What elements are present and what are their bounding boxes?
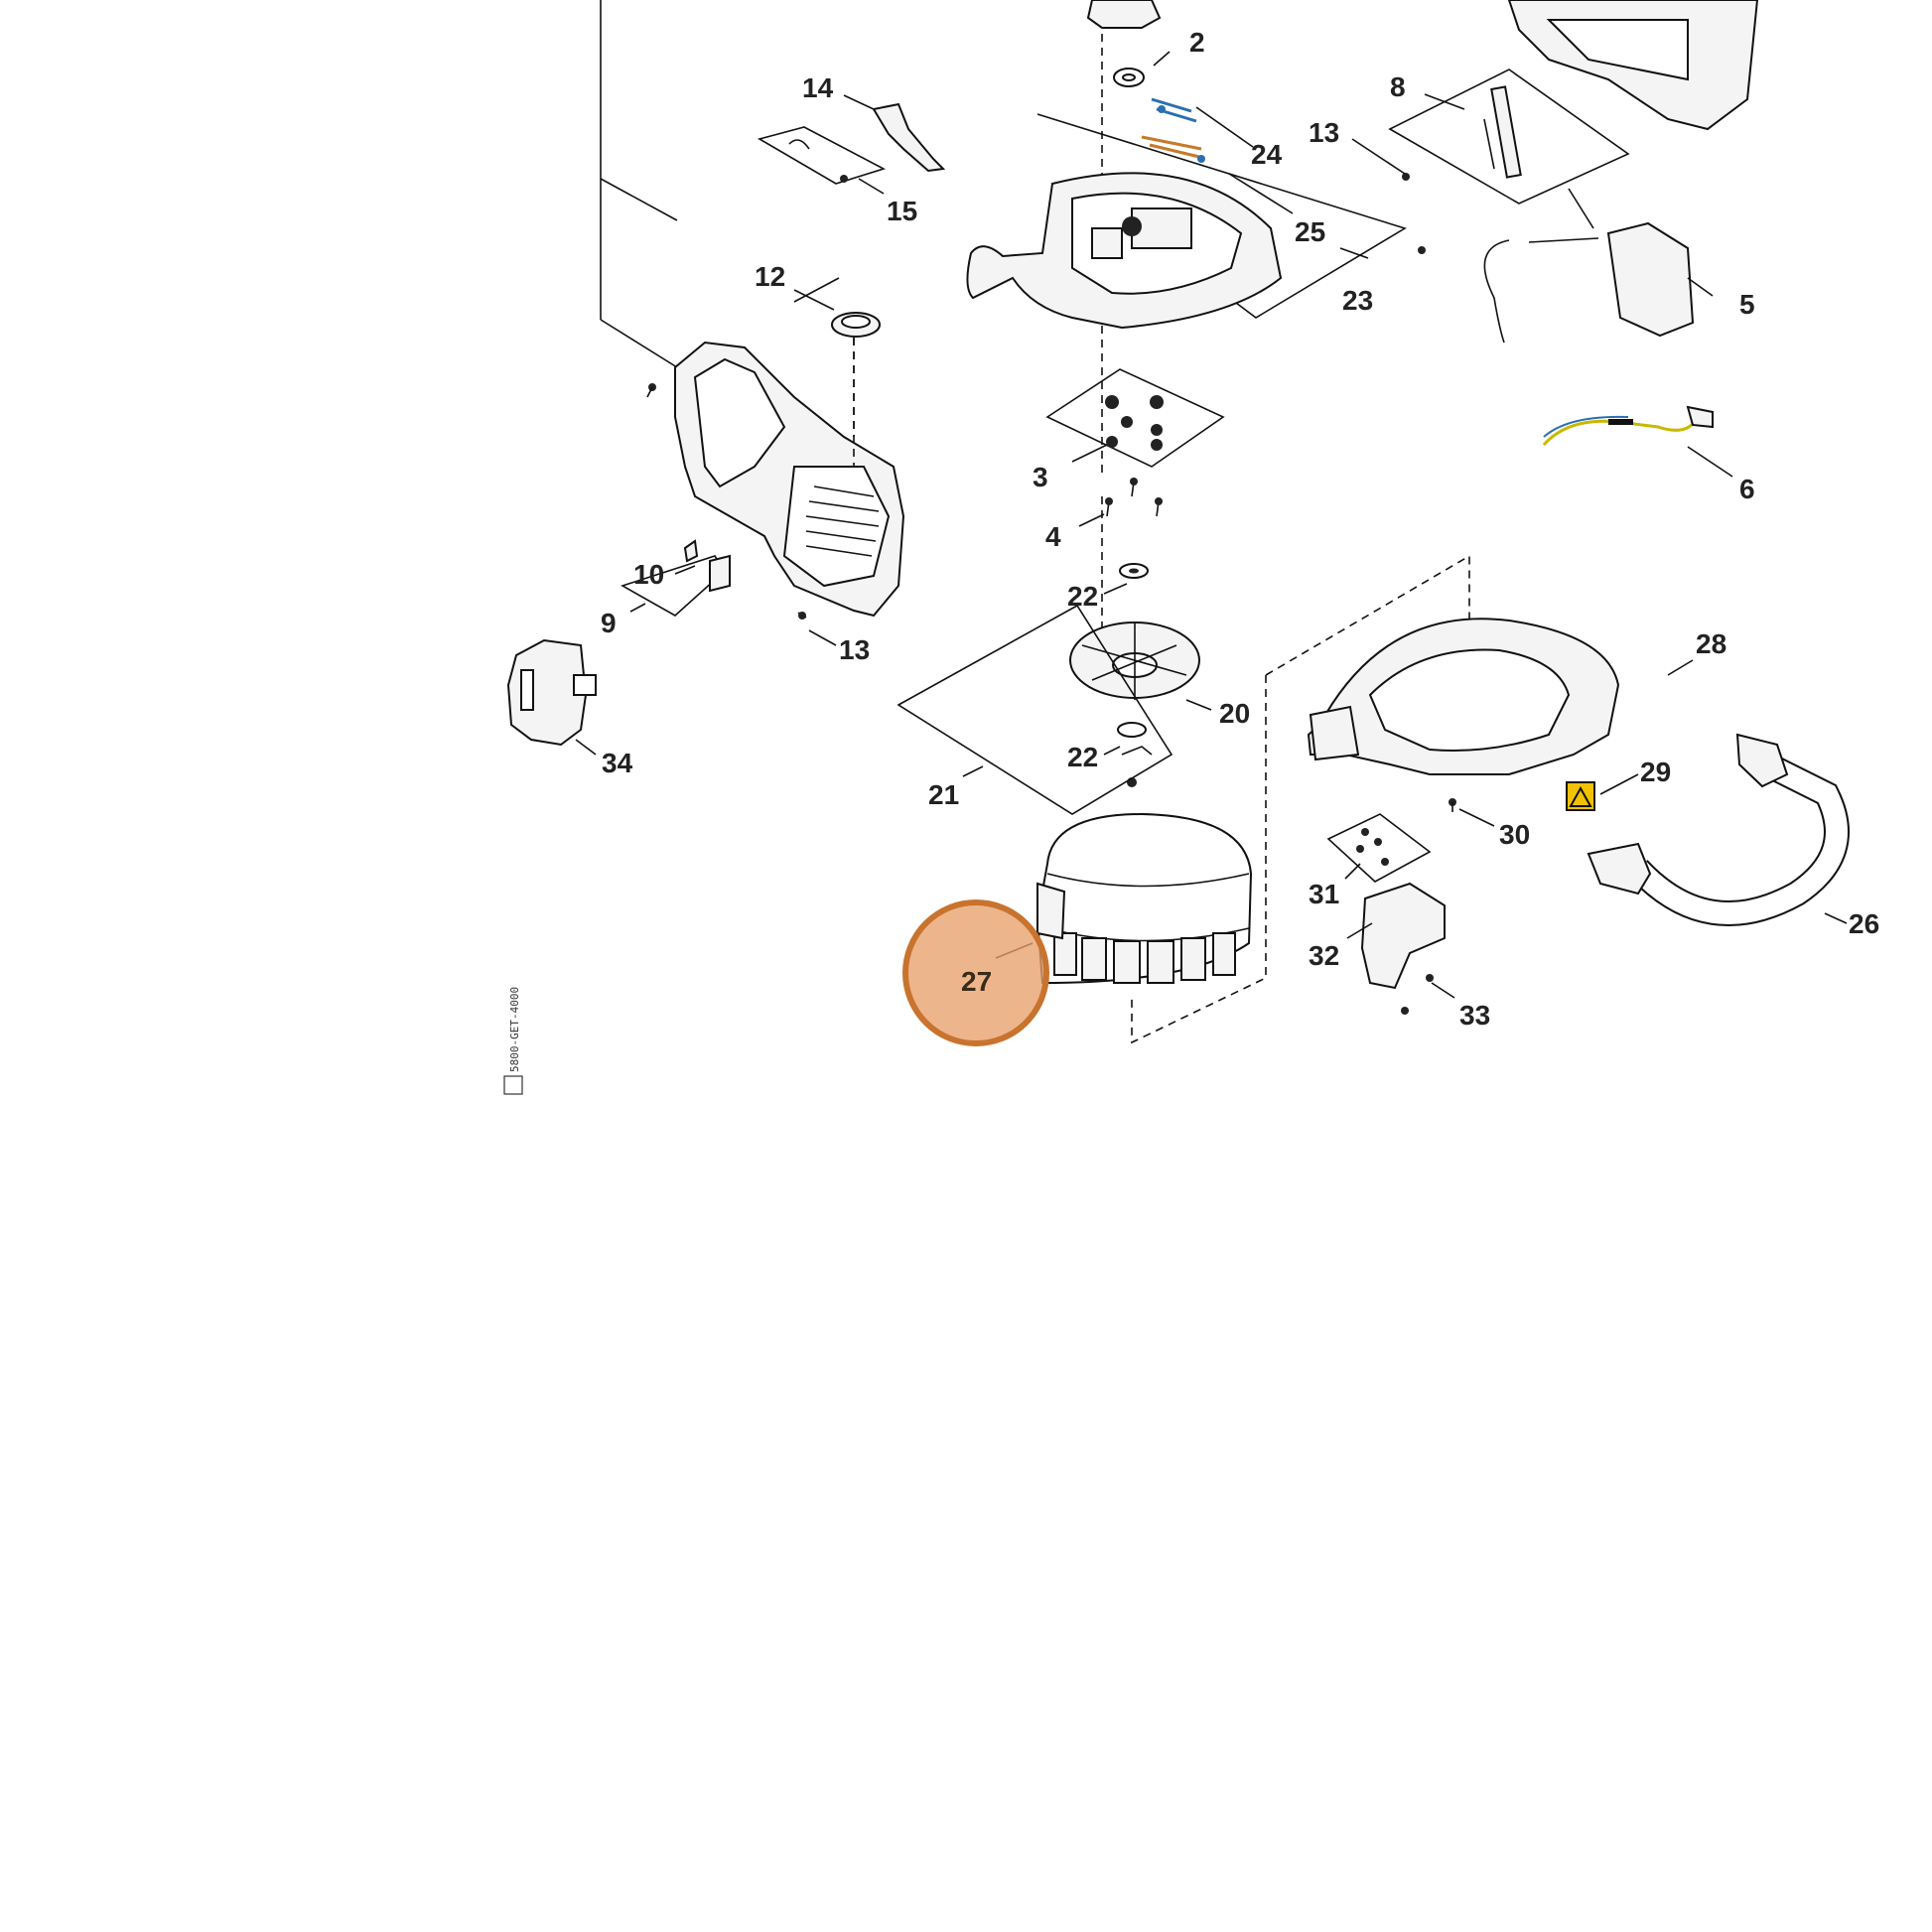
callout-26[interactable]: 26	[1849, 908, 1879, 939]
callout-32[interactable]: 32	[1309, 940, 1339, 971]
group-frame-27	[1131, 554, 1470, 1044]
callout-27[interactable]: 27	[961, 966, 992, 997]
part-hardware-31	[1326, 813, 1432, 883]
group-box-23	[1036, 113, 1407, 319]
callout-4[interactable]: 4	[1045, 521, 1061, 552]
callout-29[interactable]: 29	[1640, 757, 1671, 787]
svg-text:5800-GET-4000: 5800-GET-4000	[508, 987, 521, 1072]
callout-8[interactable]: 8	[1390, 71, 1406, 102]
part-battery-34	[506, 638, 597, 747]
part-warning-label-29	[1566, 781, 1595, 811]
callout-3[interactable]: 3	[1033, 462, 1048, 492]
callout-31[interactable]: 31	[1309, 879, 1339, 909]
part-bracket-32	[1360, 882, 1446, 990]
callout-9[interactable]: 9	[601, 608, 617, 638]
callout-28[interactable]: 28	[1696, 628, 1726, 659]
part-housing-28	[1307, 618, 1620, 775]
part-band-27	[1035, 812, 1253, 985]
callout-10[interactable]: 10	[633, 559, 664, 590]
part-hose-26	[1587, 733, 1850, 926]
group-box-21	[897, 604, 1173, 815]
part-screw-small-1	[646, 383, 656, 398]
callout-30[interactable]: 30	[1499, 819, 1530, 850]
part-screws-4	[1105, 478, 1163, 517]
part-screws-33	[1401, 974, 1434, 1015]
part-screw-13b	[797, 612, 807, 620]
callout-24[interactable]: 24	[1251, 139, 1283, 170]
part-trigger-14-15	[757, 102, 946, 185]
callout-13-bottom[interactable]: 13	[839, 634, 870, 665]
part-clip-8	[1388, 69, 1630, 205]
part-screw-30	[1449, 798, 1456, 812]
part-motor-top	[1086, 0, 1162, 87]
callout-21[interactable]: 21	[928, 779, 959, 810]
part-blower-housing	[966, 172, 1283, 330]
callout-22-top[interactable]: 22	[1067, 581, 1098, 612]
callout-14[interactable]: 14	[802, 72, 834, 103]
part-mount-plate-3	[1045, 368, 1225, 468]
part-handle-housing	[674, 338, 905, 618]
selected-part-highlight[interactable]	[902, 899, 1049, 1046]
callout-20[interactable]: 20	[1219, 698, 1250, 729]
callout-13-top[interactable]: 13	[1309, 117, 1339, 148]
callout-25[interactable]: 25	[1295, 216, 1325, 247]
drawing-code: 5800-GET-4000	[503, 987, 523, 1095]
callout-5[interactable]: 5	[1739, 289, 1755, 320]
callout-6[interactable]: 6	[1739, 474, 1755, 504]
part-grommet-12	[831, 312, 881, 338]
part-screws-13a	[1402, 173, 1426, 254]
part-controller-5	[1483, 188, 1695, 344]
part-switch-9-10	[621, 539, 731, 617]
callout-2[interactable]: 2	[1189, 27, 1205, 58]
part-fan-20	[1069, 621, 1200, 700]
callout-33[interactable]: 33	[1459, 1000, 1490, 1031]
part-screws-24	[1141, 97, 1205, 163]
part-washer-22-bottom	[1117, 722, 1153, 787]
callout-22-bottom[interactable]: 22	[1067, 742, 1098, 772]
callout-15[interactable]: 15	[887, 196, 917, 226]
part-motor-block	[1507, 0, 1759, 131]
callout-labels: 2 24 25 23 13 8 14 15 12 5 6 3 4 10 9 13…	[601, 27, 1879, 1031]
part-washer-22-top	[1119, 563, 1149, 579]
leader-lines	[575, 51, 1848, 999]
callout-23[interactable]: 23	[1342, 285, 1373, 316]
callout-34[interactable]: 34	[602, 748, 633, 778]
part-cable-6	[1542, 405, 1714, 447]
callout-12[interactable]: 12	[755, 261, 785, 292]
